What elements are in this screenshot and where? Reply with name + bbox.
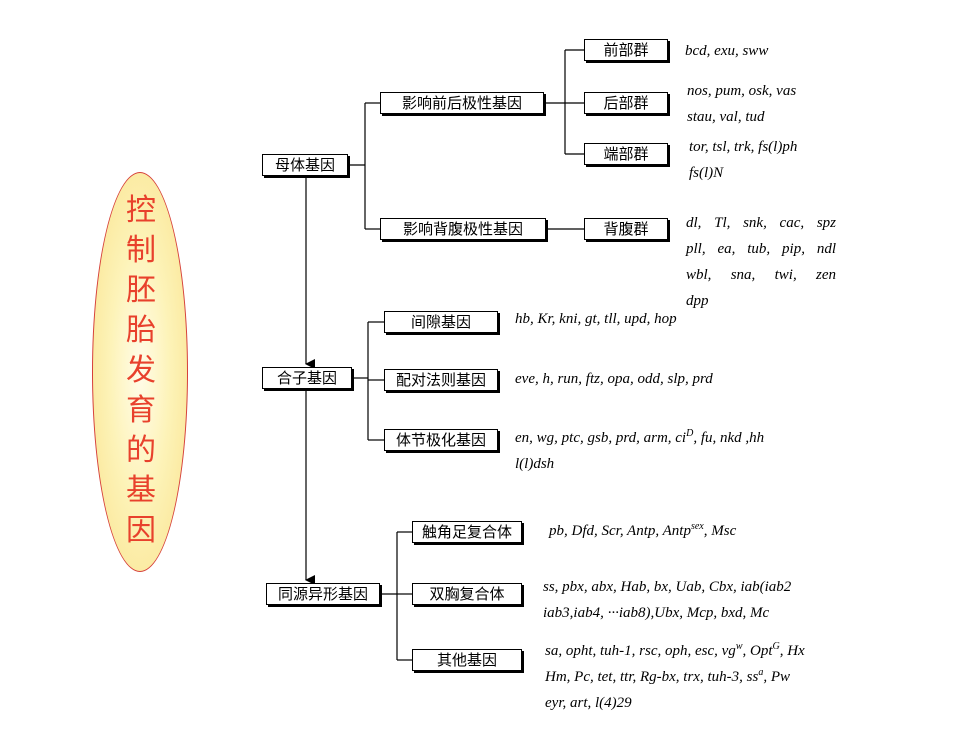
- title-char: 胚: [126, 273, 156, 308]
- title-char: 基: [126, 473, 156, 508]
- dv-polarity-box: 影响背腹极性基因: [380, 218, 546, 240]
- terminal-gene-list: tor, tsl, trk, fs(l)ph fs(l)N: [689, 139, 798, 181]
- posterior-gene-list: nos, pum, osk, vas stau, val, tud: [687, 83, 797, 125]
- homeotic-genes-box: 同源异形基因: [266, 583, 380, 605]
- gap-genes-box: 间隙基因: [384, 311, 498, 333]
- title-oval: 控制胚胎发育的基因: [92, 172, 188, 572]
- segment-polarity-gene-list: en, wg, ptc, gsb, prd, arm, ciD, fu, nkd…: [515, 428, 765, 473]
- bithorax-gene-list: ss, pbx, abx, Hab, bx, Uab, Cbx, iab(iab…: [543, 579, 792, 621]
- title-char: 发: [126, 353, 156, 388]
- terminal-group-box: 端部群: [584, 143, 668, 165]
- title-char: 制: [126, 233, 156, 268]
- ap-polarity-box: 影响前后极性基因: [380, 92, 544, 114]
- title-char: 因: [126, 513, 156, 548]
- dorsoventral-gene-list: dl, Tl, snk, cac, spz pll, ea, tub, pip,…: [686, 215, 836, 309]
- anterior-gene-list: bcd, exu, sww: [685, 43, 769, 59]
- title-char: 的: [126, 433, 156, 468]
- dorsoventral-group-box: 背腹群: [584, 218, 668, 240]
- pair-rule-genes-box: 配对法则基因: [384, 369, 498, 391]
- bithorax-complex-box: 双胸复合体: [412, 583, 522, 605]
- pair-rule-gene-list: eve, h, run, ftz, opa, odd, slp, prd: [515, 371, 713, 387]
- antennapedia-gene-list: pb, Dfd, Scr, Antp, Antpsex, Msc: [549, 521, 737, 540]
- zygotic-genes-box: 合子基因: [262, 367, 352, 389]
- other-genes-box: 其他基因: [412, 649, 522, 671]
- gap-gene-list: hb, Kr, kni, gt, tll, upd, hop: [515, 311, 677, 327]
- title-char: 控: [126, 193, 156, 228]
- segment-polarity-genes-box: 体节极化基因: [384, 429, 498, 451]
- title-char: 胎: [126, 313, 156, 348]
- maternal-genes-box: 母体基因: [262, 154, 348, 176]
- antennapedia-complex-box: 触角足复合体: [412, 521, 522, 543]
- title-char: 育: [126, 393, 156, 428]
- other-gene-list: sa, opht, tuh-1, rsc, oph, esc, vgw, Opt…: [545, 641, 805, 712]
- posterior-group-box: 后部群: [584, 92, 668, 114]
- anterior-group-box: 前部群: [584, 39, 668, 61]
